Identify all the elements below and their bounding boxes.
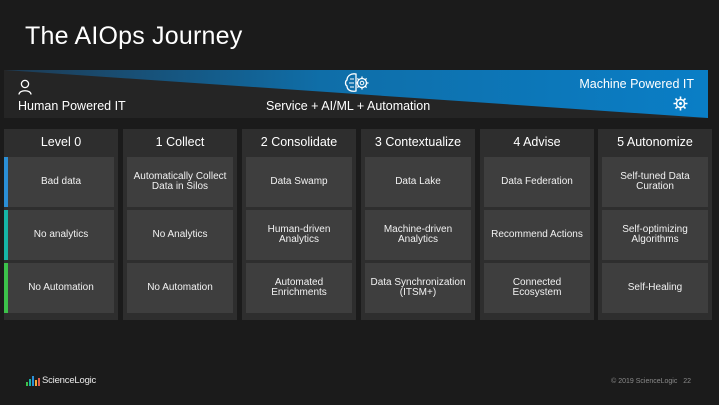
- slide-footer: © 2019 ScienceLogic 22: [611, 378, 691, 385]
- column-header: 2 Consolidate: [260, 134, 338, 149]
- column-header: 3 Contextualize: [374, 134, 462, 149]
- grid-cell: Recommend Actions: [484, 210, 590, 260]
- grid-cell: Automated Enrichments: [246, 263, 352, 313]
- logo-text: ScienceLogic: [42, 375, 97, 386]
- grid-cell: Connected Ecosystem: [484, 263, 590, 313]
- level-column: Level 0 Bad data No analytics No Automat…: [4, 129, 118, 320]
- column-header: 1 Collect: [155, 134, 205, 149]
- grid-cell: Human-driven Analytics: [246, 210, 352, 260]
- grid-cell: No Automation: [127, 263, 233, 313]
- grid-cell: No Automation: [8, 263, 114, 313]
- slide-title: The AIOps Journey: [25, 22, 243, 50]
- level-column: 5 Autonomize Self-tuned Data Curation Se…: [598, 129, 712, 320]
- grid-cell: Machine-driven Analytics: [365, 210, 471, 260]
- grid-cell: Data Federation: [484, 157, 590, 207]
- grid-cell: Data Swamp: [246, 157, 352, 207]
- column-header: Level 0: [40, 134, 82, 149]
- person-icon: [18, 79, 32, 100]
- row-indicator-bar: [4, 263, 8, 313]
- gradient-wedge: [4, 70, 708, 118]
- page-number: 22: [683, 378, 691, 385]
- machine-powered-label: Machine Powered IT: [579, 77, 694, 91]
- center-label: Service + AI/ML + Automation: [266, 99, 431, 113]
- journey-banner: Human Powered IT Service + AI/ML + Autom…: [4, 70, 708, 118]
- gear-icon: [673, 96, 688, 116]
- grid-cell: Automatically Collect Data in Silos: [127, 157, 233, 207]
- maturity-grid: Level 0 Bad data No analytics No Automat…: [4, 129, 712, 320]
- brain-gear-icon: [342, 71, 372, 102]
- grid-cell: Data Synchronization (ITSM+): [365, 263, 471, 313]
- grid-cell: Self-Healing: [602, 263, 708, 313]
- logo-bars-icon: [26, 376, 40, 386]
- column-header: 4 Advise: [513, 134, 561, 149]
- copyright-text: © 2019 ScienceLogic: [611, 378, 678, 385]
- level-column: 2 Consolidate Data Swamp Human-driven An…: [242, 129, 356, 320]
- grid-cell: No analytics: [8, 210, 114, 260]
- row-indicator-bar: [4, 157, 8, 207]
- grid-cell: No Analytics: [127, 210, 233, 260]
- grid-cell: Self-optimizing Algorithms: [602, 210, 708, 260]
- human-powered-label: Human Powered IT: [18, 99, 126, 113]
- sciencelogic-logo: ScienceLogic: [26, 375, 96, 386]
- level-column: 3 Contextualize Data Lake Machine-driven…: [361, 129, 475, 320]
- grid-cell: Data Lake: [365, 157, 471, 207]
- grid-cell: Bad data: [8, 157, 114, 207]
- row-indicator-bar: [4, 210, 8, 260]
- column-header: 5 Autonomize: [617, 134, 693, 149]
- level-column: 4 Advise Data Federation Recommend Actio…: [480, 129, 594, 320]
- grid-cell: Self-tuned Data Curation: [602, 157, 708, 207]
- level-column: 1 Collect Automatically Collect Data in …: [123, 129, 237, 320]
